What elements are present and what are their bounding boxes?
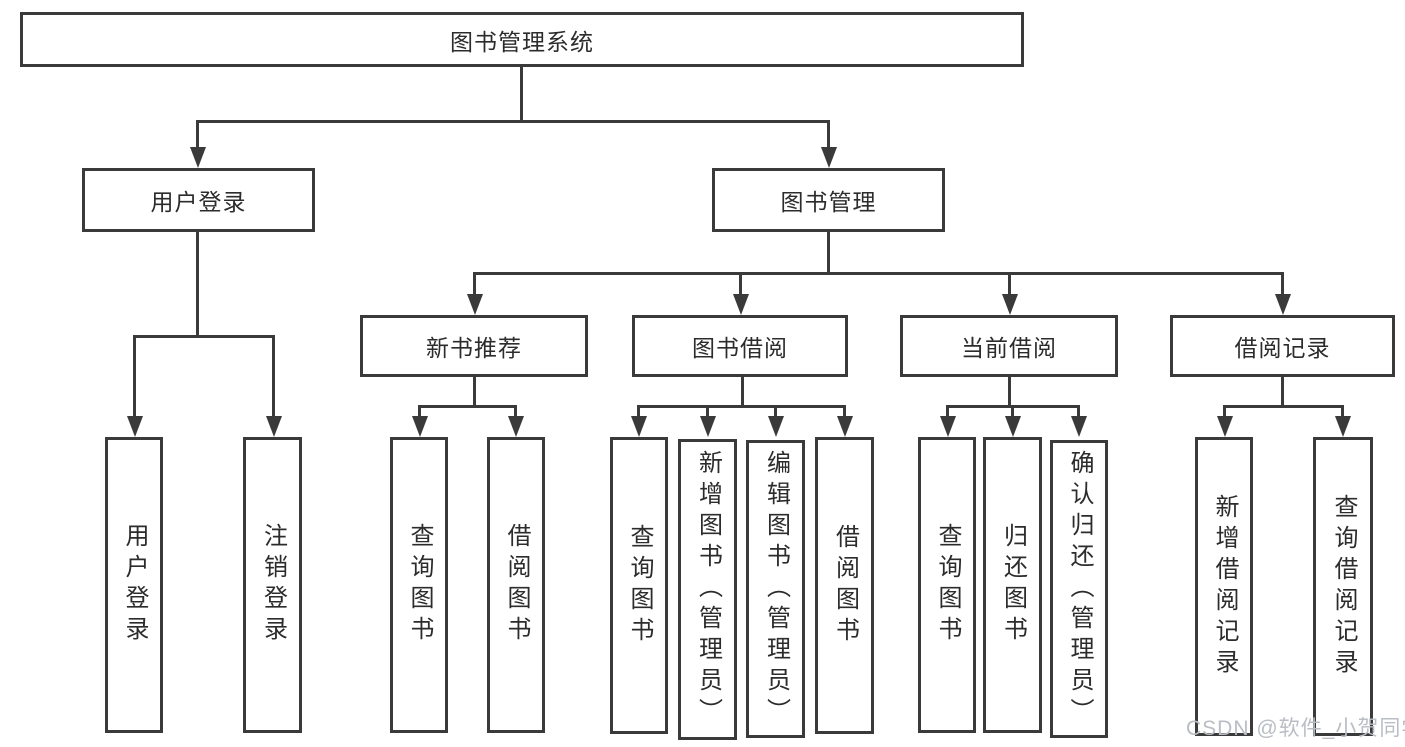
connector-groupA-bar	[418, 405, 517, 408]
connector-to-current-borrow	[1008, 272, 1011, 297]
arrowhead-groupA-2	[508, 416, 524, 437]
leaf-borrow-books: 借阅图书	[815, 437, 874, 734]
node-current-borrow-label: 当前借阅	[961, 335, 1057, 361]
connector-level3-bar	[473, 272, 1284, 275]
connector-book-mgmt-stem	[827, 232, 830, 275]
connector-groupD-bar	[1223, 405, 1343, 408]
leaf-add-borrow-record-label: 新增借阅记录	[1211, 493, 1238, 680]
leaf-query-books-borrow: 查询图书	[610, 437, 668, 734]
connector-to-new-books	[473, 272, 476, 297]
node-book-borrow: 图书借阅	[632, 315, 848, 377]
leaf-edit-book-admin-label: 编辑图书（管理员）	[762, 449, 790, 729]
arrowhead-leaf-logout	[266, 416, 282, 437]
connector-groupA-stem	[473, 377, 476, 406]
connector-level2-bar	[196, 120, 830, 123]
connector-to-user-login	[196, 120, 199, 150]
connector-groupB-1	[637, 405, 640, 419]
leaf-borrow-books-recommend-label: 借阅图书	[503, 523, 530, 647]
arrowhead-book-borrow	[733, 294, 749, 315]
leaf-add-book-admin: 新增图书（管理员）	[678, 439, 737, 740]
leaf-query-books-recommend: 查询图书	[390, 437, 448, 733]
connector-groupA-1	[418, 405, 421, 419]
node-book-management: 图书管理	[712, 168, 945, 232]
connector-groupC-stem	[1008, 377, 1011, 406]
connector-groupC-3	[1077, 405, 1080, 419]
connector-groupB-bar	[637, 405, 844, 408]
node-root: 图书管理系统	[20, 12, 1024, 67]
node-current-borrow: 当前借阅	[900, 315, 1118, 377]
arrowhead-groupD-2	[1335, 416, 1351, 437]
leaf-user-login-label: 用户登录	[121, 523, 148, 647]
leaf-logout: 注销登录	[243, 437, 302, 733]
connector-groupA-2	[514, 405, 517, 419]
connector-to-borrow-records	[1281, 272, 1284, 297]
leaf-query-books-current-label: 查询图书	[934, 523, 961, 647]
node-root-label: 图书管理系统	[450, 28, 594, 55]
node-new-book-recommend-label: 新书推荐	[426, 335, 522, 361]
node-user-login: 用户登录	[82, 168, 315, 232]
arrowhead-groupC-2	[1005, 416, 1021, 437]
arrowhead-current-borrow	[1002, 294, 1018, 315]
arrowhead-groupC-1	[940, 416, 956, 437]
connector-to-book-borrow	[739, 272, 742, 297]
leaf-return-book-label: 归还图书	[999, 523, 1027, 647]
arrowhead-groupD-1	[1217, 416, 1233, 437]
arrowhead-borrow-records	[1275, 294, 1291, 315]
connector-groupC-1	[946, 405, 949, 419]
node-user-login-label: 用户登录	[150, 189, 247, 215]
csdn-watermark: CSDN @软件_小贺同学	[1186, 717, 1405, 740]
connector-to-book-management	[827, 120, 830, 150]
leaf-add-borrow-record: 新增借阅记录	[1195, 437, 1253, 736]
connector-groupB-2	[706, 405, 709, 419]
arrowhead-user-login	[190, 147, 206, 168]
arrowhead-groupB-4	[837, 416, 853, 437]
leaf-query-books-borrow-label: 查询图书	[626, 523, 653, 648]
leaf-confirm-return-admin-label: 确认归还（管理员）	[1066, 449, 1093, 729]
arrowhead-groupC-3	[1071, 416, 1087, 437]
node-book-management-label: 图书管理	[780, 189, 877, 215]
leaf-edit-book-admin: 编辑图书（管理员）	[746, 440, 805, 738]
arrowhead-new-books	[467, 294, 483, 315]
connector-groupC-2	[1011, 405, 1014, 419]
connector-user-login-stem	[196, 232, 199, 336]
leaf-query-books-current: 查询图书	[918, 437, 976, 733]
node-borrow-records: 借阅记录	[1170, 315, 1395, 377]
leaf-query-books-recommend-label: 查询图书	[406, 523, 433, 647]
node-borrow-records-label: 借阅记录	[1234, 335, 1331, 361]
arrowhead-leaf-user-login	[127, 416, 143, 437]
node-book-borrow-label: 图书借阅	[692, 335, 788, 361]
leaf-confirm-return-admin: 确认归还（管理员）	[1050, 440, 1108, 738]
arrowhead-book-management	[821, 147, 837, 168]
connector-to-leaf-user-login	[133, 335, 136, 420]
connector-groupD-2	[1341, 405, 1344, 419]
connector-groupB-3	[774, 405, 777, 419]
arrowhead-groupB-3	[768, 416, 784, 437]
connector-groupB-stem	[741, 377, 744, 406]
connector-root-stem	[520, 67, 523, 121]
connector-to-leaf-logout	[272, 335, 275, 420]
leaf-logout-label: 注销登录	[259, 523, 287, 647]
leaf-query-borrow-record: 查询借阅记录	[1313, 437, 1373, 736]
arrowhead-groupB-1	[631, 416, 647, 437]
connector-groupD-stem	[1281, 377, 1284, 406]
leaf-return-book: 归还图书	[983, 437, 1042, 733]
leaf-borrow-books-recommend: 借阅图书	[487, 437, 545, 733]
connector-groupD-1	[1223, 405, 1226, 419]
connector-user-login-bar	[133, 335, 274, 338]
arrowhead-groupB-2	[700, 416, 716, 437]
leaf-borrow-books-label: 借阅图书	[831, 523, 859, 648]
connector-groupB-4	[843, 405, 846, 419]
arrowhead-groupA-1	[412, 416, 428, 437]
node-new-book-recommend: 新书推荐	[360, 315, 588, 377]
leaf-query-borrow-record-label: 查询借阅记录	[1330, 493, 1357, 680]
leaf-user-login: 用户登录	[105, 437, 163, 733]
leaf-add-book-admin-label: 新增图书（管理员）	[694, 450, 722, 729]
